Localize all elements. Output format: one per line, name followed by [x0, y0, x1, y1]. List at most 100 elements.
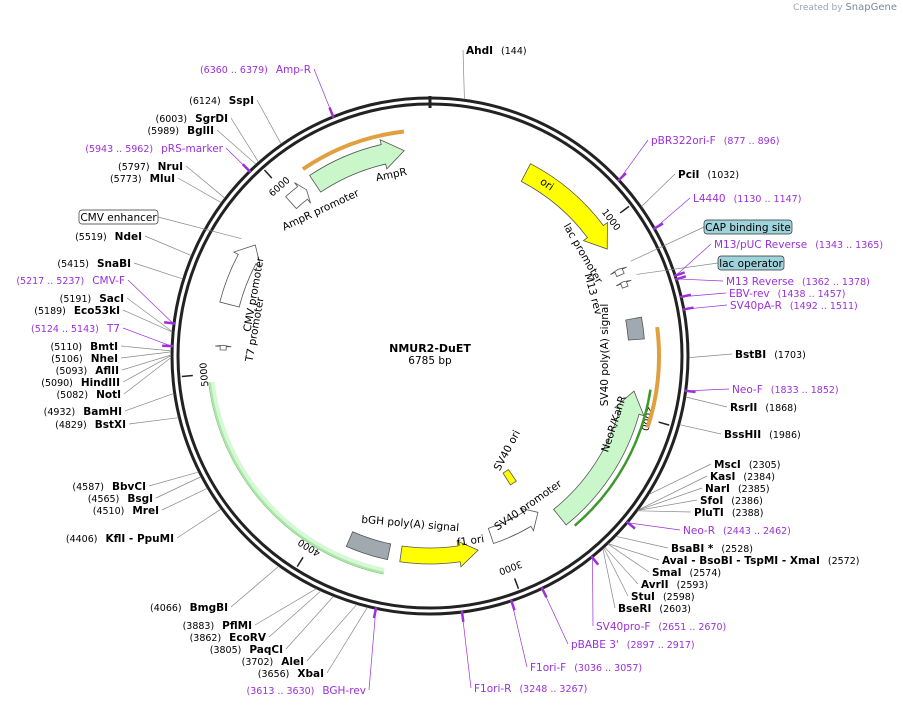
feature-cmv-promoter[interactable]	[219, 244, 261, 308]
site-rsrii[interactable]: RsrII(1868)	[730, 402, 797, 414]
label-position: (5797)	[118, 162, 150, 173]
site-bmgbi[interactable]: (4066)BmgBI	[150, 602, 228, 614]
site-kfli-ppumi[interactable]: (4406)KflI - PpuMI	[66, 533, 174, 545]
leader-bglii	[216, 129, 257, 165]
feature-neor-kanr[interactable]	[553, 390, 645, 526]
feature-sv40-poly-a-signal[interactable]	[625, 316, 645, 341]
snapgene-credit: Created by SnapGene	[793, 2, 897, 13]
label-position: (5082)	[56, 390, 88, 401]
label-position: (2574)	[690, 568, 722, 579]
primer-sv40pa-r[interactable]: SV40pA-R(1492 .. 1511)	[730, 300, 858, 312]
site-bstxi[interactable]: (4829)BstXI	[55, 419, 126, 431]
feature-ampr-promoter[interactable]	[285, 182, 311, 210]
feature-t7-promoter[interactable]	[215, 344, 232, 351]
primer-mark-amp-r	[328, 107, 335, 119]
primer-cmv-f[interactable]: (5217 .. 5237)CMV-F	[16, 275, 125, 287]
site-bsgi[interactable]: (4565)BsgI	[88, 493, 153, 505]
insert-cds-arc	[208, 381, 385, 575]
site-ahdi[interactable]: AhdI(144)	[466, 45, 527, 57]
primer-bgh-rev[interactable]: (3613 .. 3630)BGH-rev	[247, 685, 366, 697]
site-smai[interactable]: SmaI(2574)	[652, 567, 721, 579]
site-bglii[interactable]: (5989)BglII	[147, 125, 214, 137]
leader-rsrii	[685, 396, 728, 408]
primer-mark-bgh-rev	[372, 607, 378, 619]
leader-smai	[607, 543, 650, 573]
site-nhei[interactable]: (5106)NheI	[51, 353, 118, 365]
label-name: F1ori-R	[474, 683, 511, 695]
label-position: (2897 .. 2917)	[627, 640, 695, 651]
primer-f1ori-r[interactable]: F1ori-R(3248 .. 3267)	[474, 683, 587, 695]
site-kasi[interactable]: KasI(2384)	[710, 471, 775, 483]
site-avrii[interactable]: AvrII(2593)	[641, 579, 708, 591]
primer-m13-puc-reverse[interactable]: M13/pUC Reverse(1343 .. 1365)	[714, 239, 883, 251]
boxed-cap-binding-site[interactable]	[703, 219, 793, 235]
site-eco53ki[interactable]: (5189)Eco53kI	[34, 305, 120, 317]
label-position: (5415)	[57, 259, 89, 270]
site-bseri[interactable]: BseRI(2603)	[618, 603, 691, 615]
primer-neo-f[interactable]: Neo-F(1833 .. 1852)	[732, 384, 839, 396]
site-alei[interactable]: (3702)AleI	[242, 656, 304, 668]
site-xbai[interactable]: (3656)XbaI	[258, 668, 324, 680]
site-stui[interactable]: StuI(2598)	[631, 591, 695, 603]
primer-f1ori-f[interactable]: F1ori-F(3036 .. 3057)	[530, 662, 642, 674]
primer-m13-reverse[interactable]: M13 Reverse(1362 .. 1378)	[726, 276, 870, 288]
leader-neo-r	[628, 522, 681, 531]
site-ecorv[interactable]: (3862)EcoRV	[190, 632, 267, 644]
feature-f1-ori[interactable]	[399, 540, 479, 568]
label-position: (6360 .. 6379)	[200, 65, 268, 76]
site-sgrdi[interactable]: (6003)SgrDI	[156, 113, 228, 125]
feature-m13-rev[interactable]	[616, 279, 632, 289]
primer-mark-m13-puc-reverse	[673, 271, 686, 278]
boxed-cmv-enhancer[interactable]	[78, 209, 159, 225]
site-saci[interactable]: (5191)SacI	[60, 293, 124, 305]
site-pcii[interactable]: PciI(1032)	[678, 169, 739, 181]
primer-ebv-rev[interactable]: EBV-rev(1438 .. 1457)	[729, 288, 846, 300]
site-pflmi[interactable]: (3883)PflMI	[183, 620, 252, 632]
primer-sv40pro-f[interactable]: SV40pro-F(2651 .. 2670)	[596, 621, 726, 633]
leader-pluti	[637, 510, 692, 513]
site-paqci[interactable]: (3805)PaqCI	[210, 644, 283, 656]
label-name: BstXI	[95, 419, 126, 431]
feature-ori[interactable]	[520, 163, 608, 250]
site-bmti[interactable]: (5110)BmtI	[51, 341, 118, 353]
site-bsshii[interactable]: BssHII(1986)	[724, 429, 801, 441]
tick-4000	[296, 556, 304, 568]
site-noti[interactable]: (5082)NotI	[56, 389, 121, 401]
feature-bgh-poly-a-signal[interactable]	[345, 531, 392, 561]
site-aflii[interactable]: (5093)AflII	[56, 365, 119, 377]
boxed-label-cmv-enhancer: CMV enhancer	[80, 212, 157, 224]
site-sspi[interactable]: (6124)SspI	[189, 95, 254, 107]
label-name: XbaI	[297, 668, 324, 680]
feature-ampr[interactable]	[309, 138, 405, 193]
site-msci[interactable]: MscI(2305)	[714, 459, 780, 471]
primer-t7[interactable]: (5124 .. 5143)T7	[31, 323, 120, 335]
label-position: (4406)	[66, 534, 98, 545]
leader-pflmi	[254, 588, 317, 626]
primer-neo-r[interactable]: Neo-R(2443 .. 2462)	[683, 525, 791, 537]
site-bsabi[interactable]: BsaBI *(2528)	[671, 543, 753, 555]
site-pluti[interactable]: PluTI(2388)	[694, 507, 763, 519]
plasmid-center-label: NMUR2-DuET 6785 bp	[389, 342, 471, 367]
site-nrui[interactable]: (5797)NruI	[118, 161, 183, 173]
leader-neo-f	[686, 388, 730, 392]
site-bstbi[interactable]: BstBI(1703)	[735, 349, 806, 361]
site-avai-bsobi-tspmi-xmai[interactable]: AvaI - BsoBI - TspMI - XmaI(2572)	[662, 555, 859, 567]
site-mrei[interactable]: (4510)MreI	[93, 505, 159, 517]
site-bamhi[interactable]: (4932)BamHI	[44, 406, 122, 418]
feature-sv40-ori[interactable]	[502, 469, 517, 486]
primer-pbabe-3[interactable]: pBABE 3'(2897 .. 2917)	[571, 639, 695, 651]
site-mlui[interactable]: (5773)MluI	[110, 173, 175, 185]
feature-lac-promoter[interactable]	[610, 266, 628, 278]
site-nari[interactable]: NarI(2385)	[705, 483, 770, 495]
site-sfoi[interactable]: SfoI(2386)	[700, 495, 763, 507]
site-snabi[interactable]: (5415)SnaBI	[57, 258, 131, 270]
primer-pbr322ori-f[interactable]: pBR322ori-F(877 .. 896)	[651, 135, 779, 147]
feature-sv40-promoter[interactable]	[487, 507, 539, 545]
site-hindiii[interactable]: (5090)HindIII	[41, 377, 120, 389]
primer-amp-r[interactable]: (6360 .. 6379)Amp-R	[200, 64, 311, 76]
primer-prs-marker[interactable]: (5943 .. 5962)pRS-marker	[85, 143, 223, 155]
site-bbvci[interactable]: (4587)BbvCI	[72, 481, 146, 493]
site-ndei[interactable]: (5519)NdeI	[75, 231, 142, 243]
boxed-lac-operator[interactable]	[717, 255, 785, 271]
primer-l4440[interactable]: L4440(1130 .. 1147)	[693, 193, 801, 205]
